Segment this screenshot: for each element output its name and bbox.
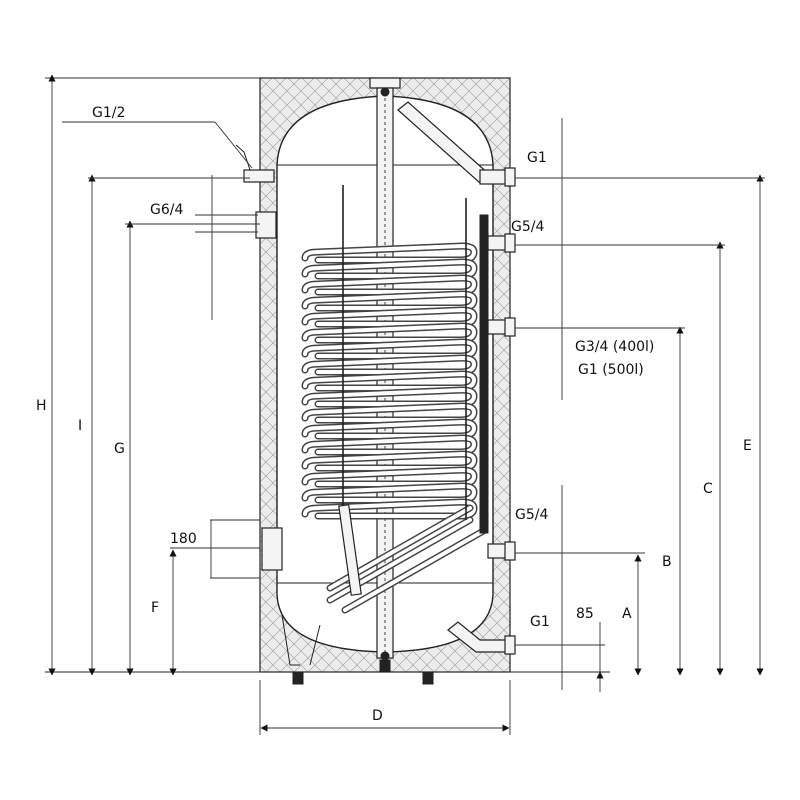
coil-turn-highlight [303, 307, 477, 326]
label-A: A [622, 606, 632, 622]
label-C: C [703, 481, 713, 497]
coil-turn-highlight [303, 451, 477, 470]
width-dimension [259, 680, 511, 735]
label-H: H [36, 398, 47, 414]
label-g5-4-top: G5/4 [511, 219, 544, 235]
label-I: I [78, 418, 82, 434]
sensor-rail [479, 214, 489, 534]
upper-heating-coil [301, 242, 478, 520]
label-g3-4-400l: G3/4 (400l) [575, 339, 654, 355]
tank-feet [281, 614, 434, 685]
coil-turn-highlight [303, 419, 477, 438]
coil-turn-highlight [303, 243, 477, 262]
label-F: F [151, 600, 159, 616]
sensor-tubes [338, 185, 467, 596]
label-E: E [743, 438, 752, 454]
label-g6-4: G6/4 [150, 202, 183, 218]
label-180: 180 [170, 531, 197, 547]
label-g1-2: G1/2 [92, 105, 125, 121]
coil-turn-highlight [303, 371, 477, 390]
coil-turn-highlight [303, 387, 477, 406]
label-g1-bottom: G1 [530, 614, 550, 630]
label-85: 85 [576, 606, 594, 622]
left-dimensions [48, 74, 260, 676]
coil-turn-highlight [303, 355, 477, 374]
coil-turn-highlight [303, 483, 477, 502]
coil-turn-highlight [303, 403, 477, 422]
coil-turn-highlight [303, 275, 477, 294]
coil-turn-highlight [303, 499, 477, 518]
coil-turn-highlight [303, 291, 477, 310]
hot-water-outlet-pipe [397, 101, 516, 187]
label-D: D [372, 708, 383, 724]
right-connections [447, 233, 516, 655]
coil-turn-highlight [303, 259, 477, 278]
coil-turn-highlight [303, 467, 477, 486]
right-dimensions [515, 118, 765, 692]
label-B: B [662, 554, 672, 570]
label-g1-500l: G1 (500l) [578, 362, 644, 378]
left-connections [235, 144, 283, 571]
coil-turn-highlight [303, 435, 477, 454]
coil-turn-highlight [303, 339, 477, 358]
label-G: G [114, 441, 125, 457]
label-g5-4-bottom: G5/4 [515, 507, 548, 523]
label-g1-top: G1 [527, 150, 547, 166]
coil-turn-highlight [303, 323, 477, 342]
